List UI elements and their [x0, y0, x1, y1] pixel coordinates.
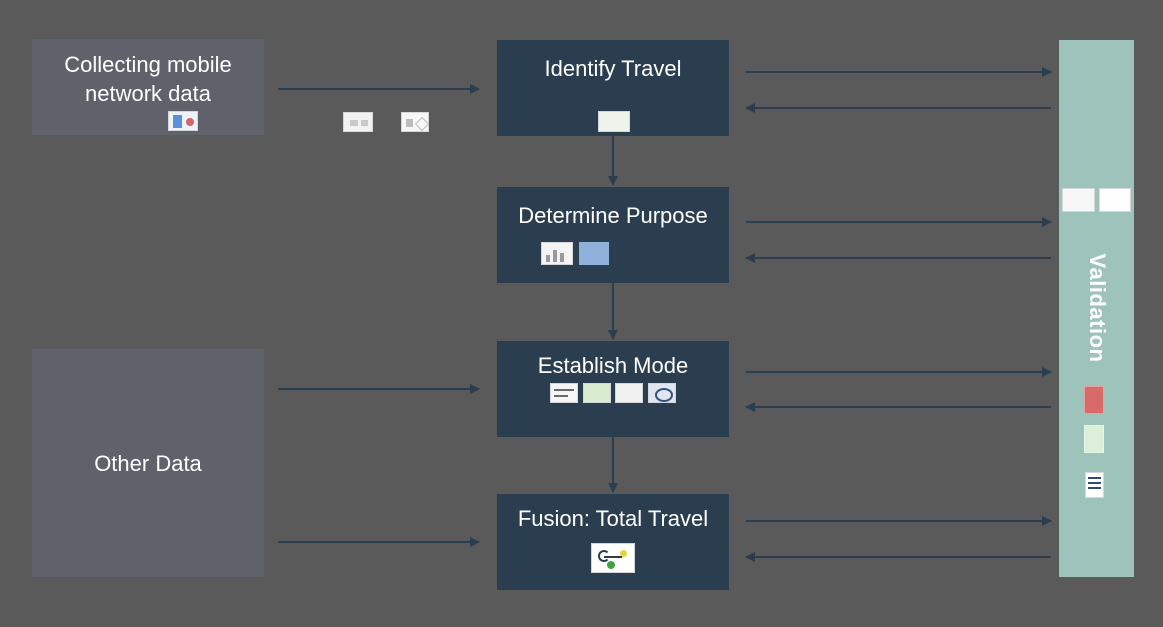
collecting-label: Collecting mobile network data — [64, 52, 232, 106]
step-determine-purpose: Determine Purpose — [497, 187, 729, 283]
phone-map-thumbnail — [168, 111, 198, 131]
establish-mode-label: Establish Mode — [537, 353, 689, 378]
collecting-mobile-network-data-box: Collecting mobile network data — [32, 39, 264, 135]
validation-box: Validation — [1059, 40, 1134, 577]
floating-thumbnail-2 — [401, 112, 430, 132]
other-data-box: Other Data — [32, 349, 264, 577]
step-establish-mode: Establish Mode — [497, 341, 729, 437]
other-data-label: Other Data — [94, 451, 202, 476]
fusion-total-travel-label: Fusion: Total Travel — [517, 506, 709, 531]
floating-thumbnail-1 — [343, 112, 373, 132]
validation-thumbnail-blue — [1085, 472, 1104, 498]
identify-travel-label: Identify Travel — [544, 56, 682, 81]
validation-thumbnail-green — [1084, 425, 1104, 453]
determine-purpose-label: Determine Purpose — [518, 203, 708, 228]
fusion-thumbnail — [591, 543, 635, 573]
identify-thumbnail — [598, 111, 630, 132]
validation-thumbnail-2 — [1099, 188, 1131, 212]
step-fusion-total-travel: Fusion: Total Travel — [497, 494, 729, 590]
mode-thumbnail-4 — [648, 383, 676, 403]
validation-thumbnail-red — [1084, 386, 1104, 414]
validation-thumbnail-1 — [1062, 188, 1095, 212]
purpose-chart-thumbnail — [541, 242, 573, 265]
mode-thumbnail-1 — [550, 383, 578, 403]
purpose-map-thumbnail — [579, 242, 609, 265]
step-identify-travel: Identify Travel — [497, 40, 729, 136]
mode-thumbnail-3 — [615, 383, 643, 403]
mode-thumbnail-2 — [583, 383, 611, 403]
